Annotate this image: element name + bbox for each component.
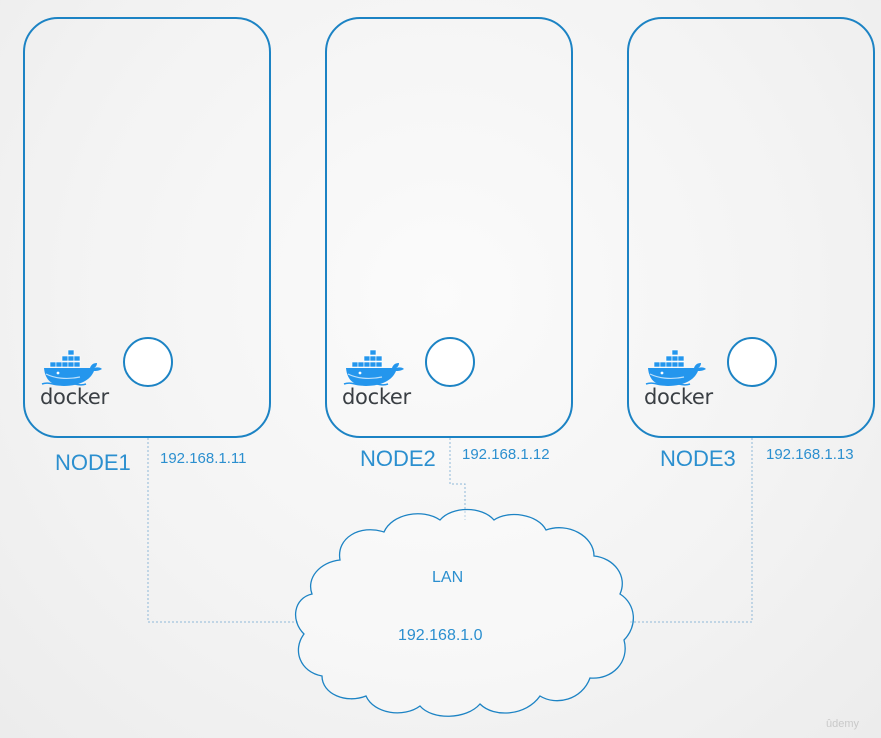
link-node3 (630, 438, 753, 623)
network-links (147, 438, 753, 623)
cloud-icon (294, 508, 634, 717)
node-label: NODE1 (55, 450, 131, 475)
docker-logo-icon (343, 349, 405, 387)
node-box (627, 17, 875, 438)
node-ip: 192.168.1.11 (160, 450, 246, 467)
node-3: docker NODE3 192.168.1.13 (627, 17, 875, 471)
watermark-logo: ûdemy (826, 718, 860, 730)
node-ip: 192.168.1.12 (462, 446, 550, 463)
node-label: NODE2 (360, 446, 436, 471)
pod-circle (123, 337, 173, 387)
lan-subnet: 192.168.1.0 (398, 627, 483, 644)
docker-wordmark: docker (644, 385, 714, 409)
link-node1 (147, 438, 300, 623)
lan-cloud: LAN 192.168.1.0 (294, 508, 634, 717)
docker-logo-icon (645, 349, 707, 387)
node-ip: 192.168.1.13 (766, 446, 854, 463)
node-box (325, 17, 573, 438)
node-2: docker NODE2 192.168.1.12 (325, 17, 573, 471)
lan-label: LAN (432, 569, 463, 586)
docker-logo-icon (41, 349, 103, 387)
node-label: NODE3 (660, 446, 736, 471)
docker-wordmark: docker (40, 385, 110, 409)
node-box (23, 17, 271, 438)
docker-wordmark: docker (342, 385, 412, 409)
pod-circle (425, 337, 475, 387)
node-1: docker NODE1 192.168.1.11 (23, 17, 271, 475)
link-node2 (449, 438, 466, 520)
pod-circle (727, 337, 777, 387)
